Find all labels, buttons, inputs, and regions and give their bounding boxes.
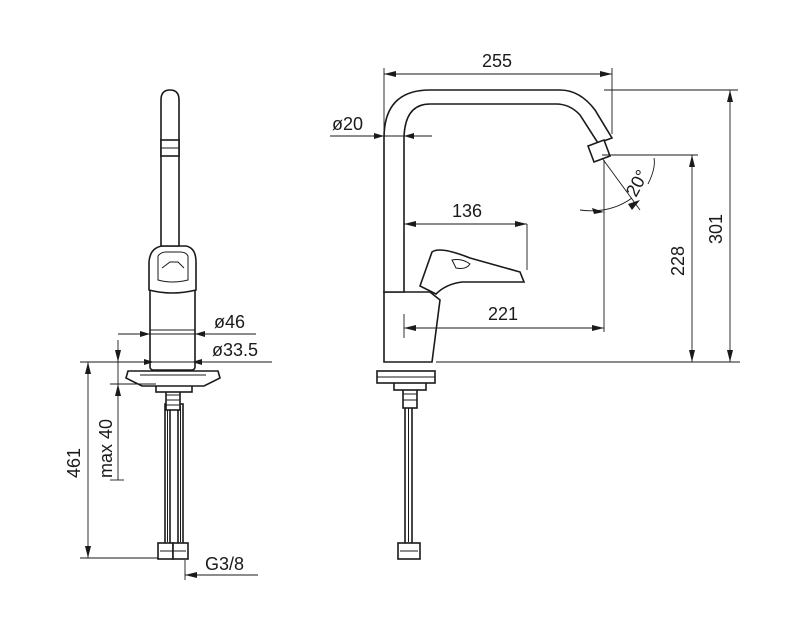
dim-spout-height: 228: [668, 155, 695, 362]
dim-max-thickness: max 40: [96, 340, 121, 480]
lever-side: [419, 249, 526, 295]
dim-outlet-angle: 20°: [579, 157, 655, 214]
label-overall-length: 461: [64, 448, 84, 478]
dim-spout-diameter: ø20: [330, 114, 432, 139]
label-total-height: 301: [706, 214, 726, 244]
label-reach: 255: [482, 51, 512, 71]
mounting-stud-side: [393, 381, 427, 409]
lever-handle: [148, 245, 197, 294]
dim-total-height: 301: [706, 90, 733, 362]
dim-hole-diameter: ø33.5: [118, 340, 272, 365]
spout-tube-front: [160, 89, 180, 247]
dim-reach: 255: [384, 51, 612, 77]
side-view: [376, 89, 614, 560]
label-outlet-angle: 20°: [622, 166, 652, 199]
dim-overall-length: 461: [64, 362, 91, 558]
dim-body-diameter: ø46: [118, 312, 256, 337]
front-view: [125, 89, 221, 560]
label-spout-diameter: ø20: [332, 114, 363, 134]
spout-side: [383, 89, 614, 293]
label-hole-diameter: ø33.5: [212, 340, 258, 360]
dim-lever-length: 136: [404, 201, 527, 227]
base-plate: [125, 370, 221, 387]
mounting-stud: [155, 381, 193, 411]
label-spout-height: 228: [668, 246, 688, 276]
dim-spout-reach: 221: [404, 304, 604, 331]
label-spout-reach: 221: [488, 304, 518, 324]
label-max-thickness: max 40: [96, 419, 116, 478]
supply-hoses: [157, 403, 189, 560]
label-body-diameter: ø46: [214, 312, 245, 332]
dim-thread: G3/8: [185, 554, 258, 578]
supply-hoses-side: [397, 403, 421, 560]
label-lever-length: 136: [452, 201, 482, 221]
label-thread: G3/8: [205, 554, 244, 574]
base-plate-side: [376, 370, 436, 384]
